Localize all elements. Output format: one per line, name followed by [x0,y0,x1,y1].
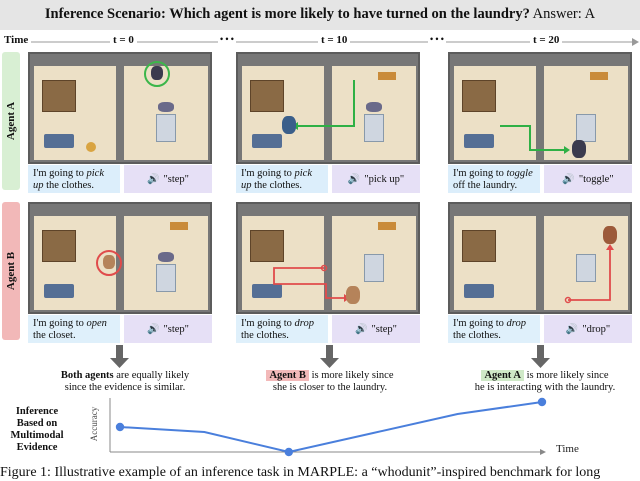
thought-b-t20: I'm going to drop the clothes. [448,315,540,343]
bed-icon [44,134,74,148]
agent-a-avatar [572,140,586,158]
speaker-icon: 🔊 [566,324,578,335]
bed-icon [44,284,74,298]
shelf-icon [170,222,188,230]
washer-icon [156,264,176,292]
agent-a-label: Agent A [5,102,17,140]
sound-b-t0: 🔊"step" [124,315,212,343]
time-label: Time [4,34,31,46]
agent-b-path [450,204,634,316]
sound-a-t10: 🔊"pick up" [332,165,420,193]
speaker-icon: 🔊 [355,324,367,335]
step-label-0: t = 0 [110,34,137,46]
wardrobe-icon [42,80,76,112]
agent-b-path [238,204,422,316]
agent-a-path [450,54,634,166]
thought-a-t10: I'm going to pick up the clothes. [236,165,328,193]
question-text: Inference Scenario: Which agent is more … [45,6,530,22]
agent-a-path [238,54,422,166]
inference-label: Inference Based on Multimodal Evidence [0,406,74,454]
thought-b-t0: I'm going to open the closet. [28,315,120,343]
washer-icon [156,114,176,142]
thought-a-t20: I'm going to toggle off the laundry. [448,165,540,193]
thought-b-t10: I'm going to drop the clothes. [236,315,328,343]
agent-a-avatar [151,66,163,80]
agent-b-tab: Agent B [2,202,20,340]
scene-b-t0 [28,202,212,314]
accuracy-point-1 [285,448,293,456]
agent-a-avatar [282,116,296,134]
scene-b-t20 [448,202,632,314]
agent-b-avatar [603,226,617,244]
sound-a-t0: 🔊"step" [124,165,212,193]
down-arrows [0,345,640,369]
ellipsis-1: • • • [218,34,236,44]
speaker-icon: 🔊 [147,324,159,335]
speaker-icon: 🔊 [562,174,574,185]
figure-caption: Figure 1: Illustrative example of an inf… [0,465,640,481]
agent-b-label: Agent B [5,252,17,290]
step-label-1: t = 10 [318,34,350,46]
thought-a-t0: I'm going to pick up the clothes. [28,165,120,193]
accuracy-point-0 [116,423,124,431]
scene-a-t20 [448,52,632,164]
ellipsis-2: • • • [428,34,446,44]
scene-a-t0 [28,52,212,164]
accuracy-line [120,402,542,452]
speaker-icon: 🔊 [348,174,360,185]
agent-a-tab: Agent A [2,52,20,190]
answer-text: Answer: A [533,6,595,22]
accuracy-point-2 [538,398,546,406]
sound-b-t20: 🔊"drop" [544,315,632,343]
scene-a-t10 [236,52,420,164]
scene-b-t10 [236,202,420,314]
clothes-pile-icon [158,252,174,262]
speaker-icon: 🔊 [147,174,159,185]
stool-icon [86,142,96,152]
agent-b-avatar [103,255,115,269]
sound-a-t20: 🔊"toggle" [544,165,632,193]
x-axis-arrowhead [540,449,546,455]
sound-b-t10: 🔊"step" [332,315,420,343]
accuracy-chart: Accuracy Time [80,396,580,458]
wardrobe-icon [42,230,76,262]
x-axis-label: Time [556,443,579,455]
agent-b-avatar [346,286,360,304]
clothes-pile-icon [158,102,174,112]
step-label-2: t = 20 [530,34,562,46]
y-axis-label: Accuracy [89,406,99,441]
scenario-question: Inference Scenario: Which agent is more … [0,6,640,23]
